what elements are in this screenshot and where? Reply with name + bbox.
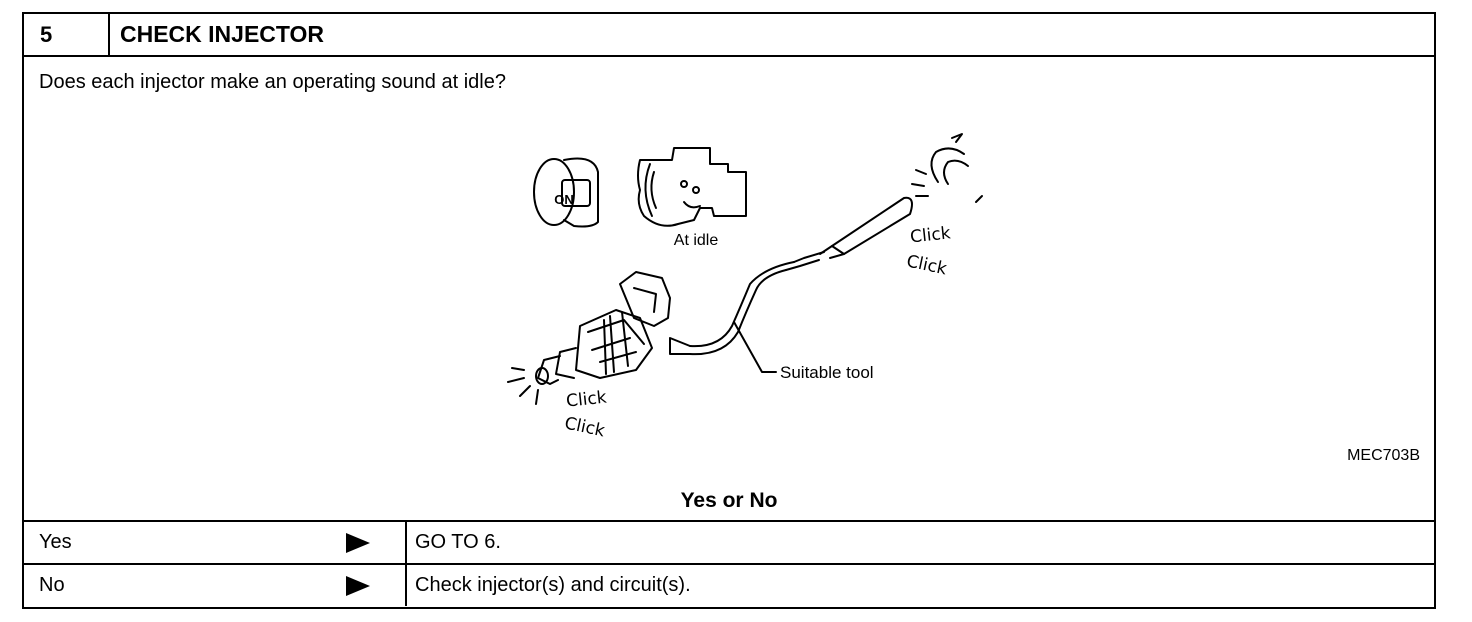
check-question: Does each injector make an operating sou… (39, 71, 506, 93)
procedure-table: 5 CHECK INJECTOR Does each injector make… (22, 12, 1436, 609)
click-label-injector-2: Click (563, 413, 607, 441)
answer-no: No (39, 574, 65, 596)
action-yes: GO TO 6. (415, 531, 501, 553)
step-number: 5 (24, 14, 110, 55)
engine-icon (637, 147, 747, 227)
step-header: 5 CHECK INJECTOR (24, 14, 1434, 57)
click-label-injector-1: Click (565, 388, 608, 412)
result-row-yes: Yes GO TO 6. (24, 520, 1434, 563)
figure-code: MEC703B (1347, 447, 1420, 464)
result-row-no: No Check injector(s) and circuit(s). (24, 563, 1434, 606)
answer-yes: Yes (39, 531, 72, 553)
click-label-tool-1: Click (909, 223, 952, 247)
yes-or-no-heading: Yes or No (680, 489, 778, 512)
listening-tool-icon (669, 133, 983, 356)
column-divider (405, 522, 407, 563)
arrow-right-icon (346, 576, 370, 596)
action-no: Check injector(s) and circuit(s). (415, 574, 691, 596)
ignition-key-icon (533, 157, 599, 228)
step-title: CHECK INJECTOR (120, 21, 325, 47)
fuel-injector-icon (507, 271, 671, 405)
column-divider (405, 565, 407, 606)
key-on-label: ON (554, 192, 574, 207)
injector-sound-illustration: ON At idle Click Click Click Click Suita… (507, 133, 983, 441)
at-idle-label: At idle (674, 232, 719, 249)
arrow-right-icon (346, 533, 370, 553)
click-label-tool-2: Click (905, 251, 949, 279)
suitable-tool-label: Suitable tool (780, 363, 874, 382)
